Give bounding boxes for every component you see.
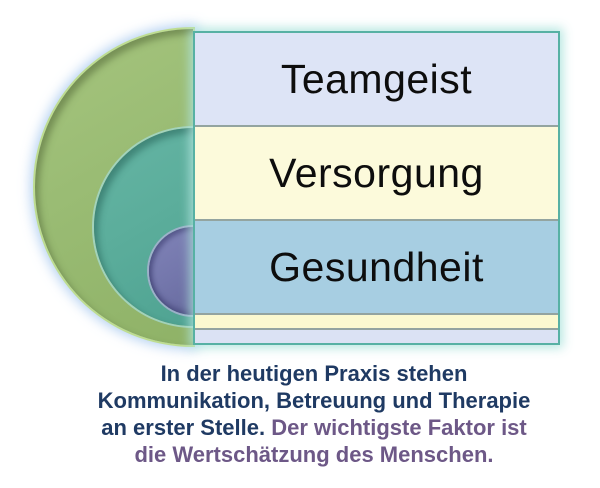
band-gesundheit: Gesundheit: [195, 219, 558, 313]
caption: In der heutigen Praxis stehen Kommunikat…: [34, 360, 594, 468]
caption-line-3-dark: an erster Stelle.: [101, 415, 272, 440]
caption-line-3-accent: Der wichtigste Faktor ist: [271, 415, 527, 440]
strip-yellow: [195, 313, 558, 328]
band-versorgung: Versorgung: [195, 125, 558, 219]
band-gesundheit-label: Gesundheit: [269, 243, 484, 290]
band-teamgeist: Teamgeist: [195, 33, 558, 125]
strip-lavender: [195, 328, 558, 343]
band-teamgeist-label: Teamgeist: [280, 55, 473, 102]
caption-line-1: In der heutigen Praxis stehen: [160, 361, 468, 386]
caption-line-2: Kommunikation, Betreuung und Therapie: [97, 388, 531, 413]
caption-line-3: an erster Stelle. Der wichtigste Faktor …: [34, 414, 594, 441]
caption-line-4: die Wertschätzung des Menschen.: [134, 442, 494, 467]
band-stack: Teamgeist Versorgung Gesundheit: [193, 31, 560, 345]
band-versorgung-label: Versorgung: [269, 149, 484, 196]
